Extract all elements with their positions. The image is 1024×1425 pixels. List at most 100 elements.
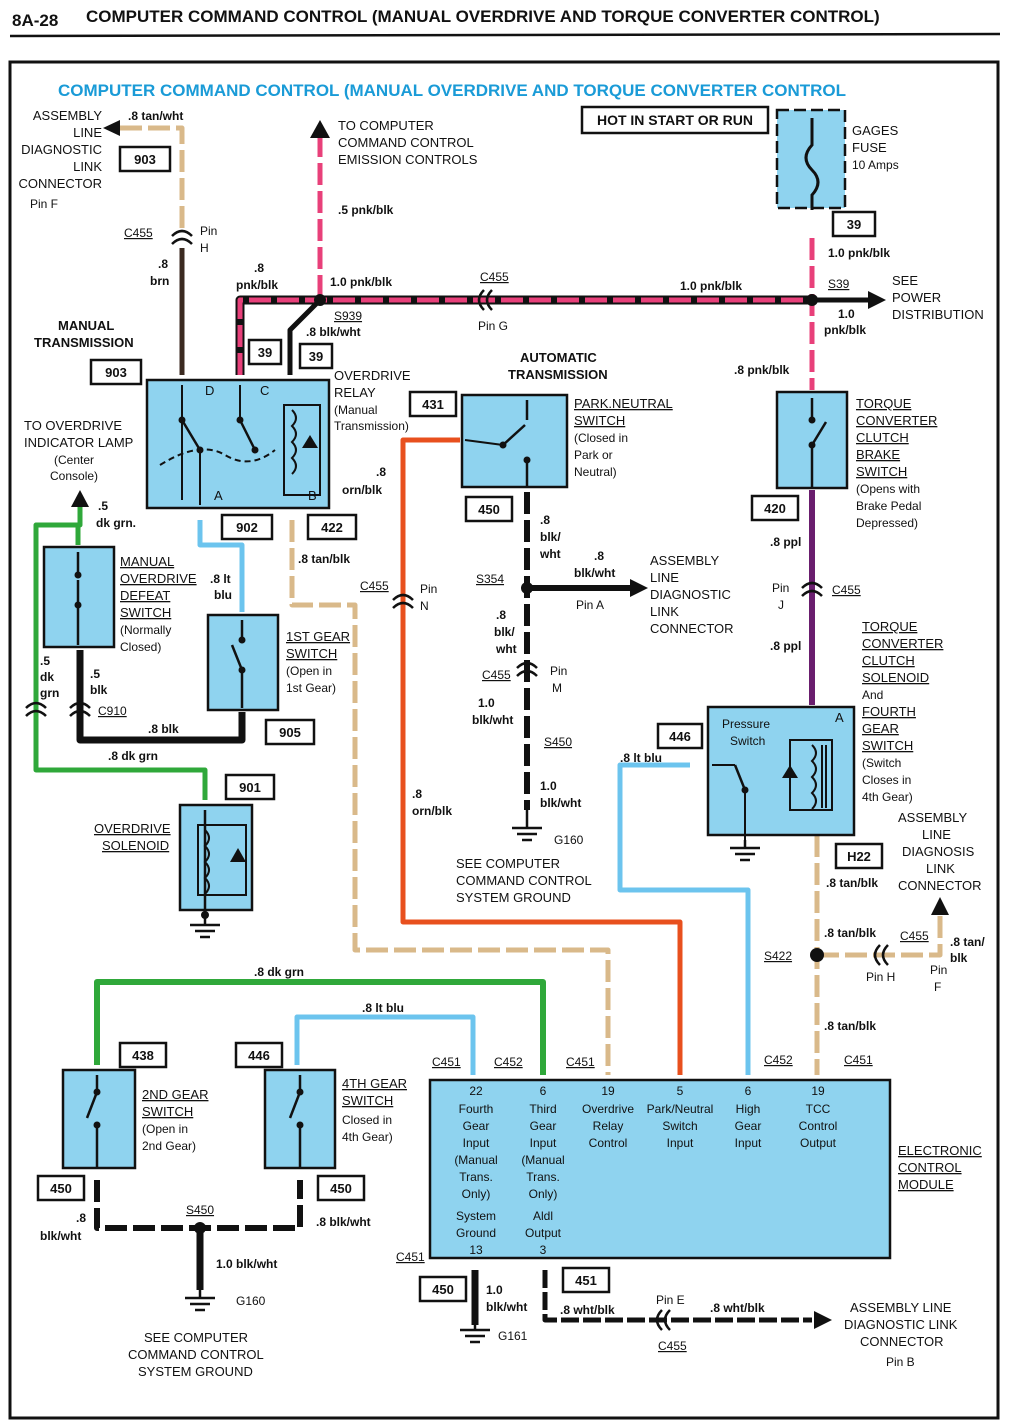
connector-c455-ppl: [801, 581, 823, 597]
svg-text:dk grn.: dk grn.: [96, 516, 136, 530]
ecm-pin-description: Aldl: [533, 1209, 553, 1223]
svg-text:.5: .5: [90, 667, 100, 681]
ground-symbol-tcc: [730, 840, 760, 862]
svg-text:RELAY: RELAY: [334, 385, 376, 400]
svg-text:LINE: LINE: [73, 125, 102, 140]
svg-text:brn: brn: [150, 274, 169, 288]
svg-text:.8 tan/blk: .8 tan/blk: [826, 876, 878, 890]
svg-text:MODULE: MODULE: [898, 1177, 954, 1192]
connector-c455-brn: [171, 229, 193, 245]
svg-text:902: 902: [236, 520, 258, 535]
ecm-pin-description: Input: [530, 1136, 557, 1150]
splice-s450: [194, 1222, 206, 1234]
svg-text:Switch: Switch: [730, 734, 765, 748]
svg-text:DISTRIBUTION: DISTRIBUTION: [892, 307, 984, 322]
svg-text:446: 446: [669, 729, 691, 744]
svg-text:.8 wht/blk: .8 wht/blk: [560, 1303, 615, 1317]
svg-text:Transmission): Transmission): [334, 419, 409, 433]
splice-s422: [810, 948, 824, 962]
ground-symbol-od-solenoid: [190, 915, 220, 939]
svg-text:.8 tan/blk: .8 tan/blk: [298, 552, 350, 566]
svg-text:.5 pnk/blk: .5 pnk/blk: [338, 203, 394, 217]
ecm-pin-description: Gear: [530, 1119, 557, 1133]
svg-text:.8 tan/blk: .8 tan/blk: [824, 926, 876, 940]
svg-text:.8: .8: [158, 257, 168, 271]
svg-text:blk: blk: [950, 951, 968, 965]
svg-text:S354: S354: [476, 572, 504, 586]
ecm-pin-description: Trans.: [459, 1170, 493, 1184]
ground-symbol-g160-bottom: [185, 1290, 215, 1312]
svg-text:SOLENOID: SOLENOID: [862, 670, 929, 685]
connector-c455-orn: [392, 593, 414, 609]
ecm-pin-number: 19: [811, 1084, 825, 1098]
svg-text:SEE: SEE: [892, 273, 918, 288]
svg-text:J: J: [778, 598, 784, 612]
svg-text:C451: C451: [844, 1053, 873, 1067]
svg-text:CONNECTOR: CONNECTOR: [860, 1334, 944, 1349]
svg-text:SWITCH: SWITCH: [286, 646, 337, 661]
ecm-pin-description: Input: [463, 1136, 490, 1150]
svg-text:.8 blk/wht: .8 blk/wht: [306, 325, 361, 339]
svg-text:1.0: 1.0: [838, 307, 855, 321]
svg-text:C451: C451: [396, 1250, 425, 1264]
svg-text:SWITCH: SWITCH: [342, 1093, 393, 1108]
svg-text:blk/wht: blk/wht: [540, 796, 581, 810]
svg-text:B: B: [308, 488, 317, 503]
svg-text:GAGES: GAGES: [852, 123, 899, 138]
svg-text:blk/wht: blk/wht: [574, 566, 615, 580]
ecm-pin-description: Gear: [735, 1119, 762, 1133]
connector-c455-blkwht: [516, 661, 538, 677]
first-gear-switch: [206, 613, 280, 712]
ecm-pin-description: Switch: [662, 1119, 697, 1133]
svg-text:Pin: Pin: [930, 963, 947, 977]
connector-c455-tan: [873, 944, 889, 966]
svg-text:450: 450: [432, 1282, 454, 1297]
wire-dk-grn-od-lamp: [33, 505, 208, 800]
wire-blk-defeat: [76, 650, 246, 744]
ecm-pin-description: Trans.: [526, 1170, 560, 1184]
second-gear-switch: [61, 1068, 137, 1170]
svg-text:G160: G160: [554, 833, 584, 847]
svg-text:.5: .5: [40, 654, 50, 668]
svg-text:C455: C455: [658, 1339, 687, 1353]
svg-text:S939: S939: [334, 309, 362, 323]
svg-text:C455: C455: [124, 226, 153, 240]
ecm-pin-description: Only): [529, 1187, 558, 1201]
svg-text:1.0 pnk/blk: 1.0 pnk/blk: [330, 275, 392, 289]
hot-in-start-box: [580, 105, 770, 135]
svg-text:.8 lt blu: .8 lt blu: [620, 751, 662, 765]
svg-text:D: D: [205, 383, 214, 398]
svg-text:pnk/blk: pnk/blk: [824, 323, 866, 337]
wire-lt-blu-1st-gear: [197, 520, 245, 612]
splice-s354: [521, 582, 533, 594]
svg-text:C455: C455: [900, 929, 929, 943]
svg-text:Pin H: Pin H: [866, 970, 895, 984]
ecm-pin-description: Fourth: [459, 1102, 494, 1116]
svg-text:(Opens with: (Opens with: [856, 482, 920, 496]
svg-text:ASSEMBLY: ASSEMBLY: [33, 108, 102, 123]
svg-text:CONNECTOR: CONNECTOR: [650, 621, 734, 636]
svg-text:C451: C451: [432, 1055, 461, 1069]
diagram-frame: [8, 60, 1000, 1420]
svg-text:.8 pnk/blk: .8 pnk/blk: [734, 363, 790, 377]
svg-text:451: 451: [575, 1273, 597, 1288]
svg-text:COMMAND CONTROL: COMMAND CONTROL: [456, 873, 592, 888]
svg-text:903: 903: [105, 365, 127, 380]
svg-text:DIAGNOSTIC LINK: DIAGNOSTIC LINK: [844, 1317, 958, 1332]
svg-text:1ST GEAR: 1ST GEAR: [286, 629, 350, 644]
svg-text:(Switch: (Switch: [862, 756, 901, 770]
wire-lt-blu-4th-gear: [294, 1014, 476, 1075]
svg-text:420: 420: [764, 501, 786, 516]
svg-text:orn/blk: orn/blk: [412, 804, 452, 818]
page-number: 8A-28: [12, 11, 58, 30]
svg-text:Pin: Pin: [200, 224, 217, 238]
ecm-pin-description: Input: [735, 1136, 762, 1150]
svg-text:S450: S450: [186, 1203, 214, 1217]
splice-s39: [806, 294, 818, 306]
svg-text:1.0 blk/wht: 1.0 blk/wht: [216, 1257, 277, 1271]
svg-text:431: 431: [422, 397, 444, 412]
svg-text:FUSE: FUSE: [852, 140, 887, 155]
svg-text:Depressed): Depressed): [856, 516, 918, 530]
wires: [33, 125, 943, 1325]
ecm-pin-description: Gear: [463, 1119, 490, 1133]
